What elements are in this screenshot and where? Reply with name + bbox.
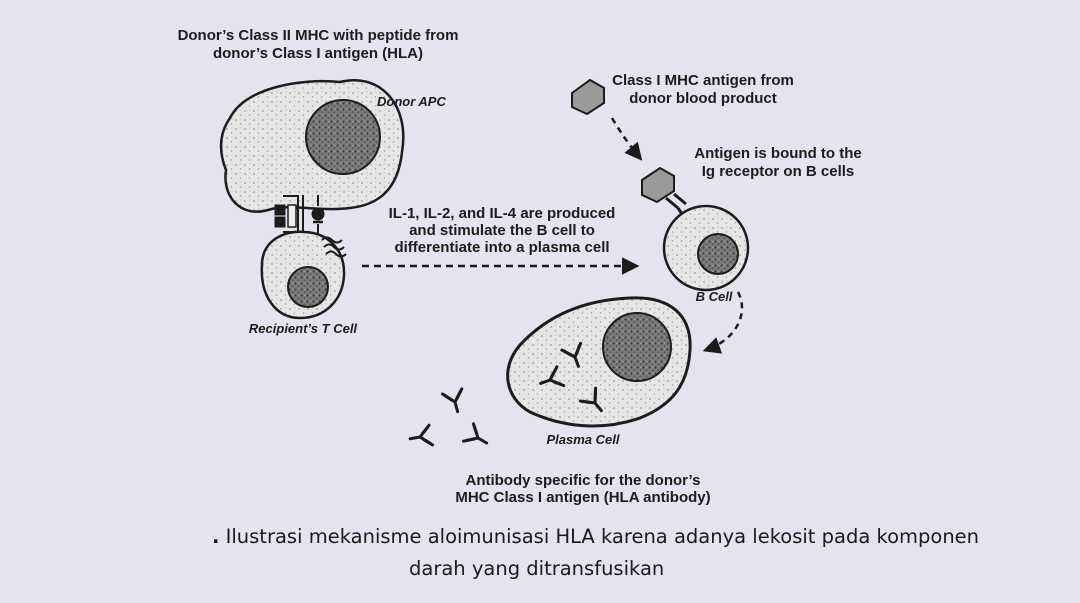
donor-mhc-label-line1: Donor’s Class II MHC with peptide from bbox=[178, 27, 459, 44]
recipient-t-cell bbox=[260, 230, 347, 320]
plasma-cell bbox=[506, 296, 692, 428]
t-cell-nucleus bbox=[287, 266, 329, 308]
cytokine-label-line2: and stimulate the B cell to bbox=[409, 222, 595, 239]
figure-caption: . Ilustrasi mekanisme aloimunisasi HLA k… bbox=[150, 521, 1050, 585]
donor-mhc-label-line2: donor’s Class I antigen (HLA) bbox=[213, 45, 423, 62]
cytokine-label-line1: IL-1, IL-2, and IL-4 are produced bbox=[389, 205, 616, 222]
plasma-cell-label: Plasma Cell bbox=[547, 432, 620, 447]
class-i-antigen-label-line1: Class I MHC antigen from bbox=[612, 72, 794, 89]
t-cell-label: Recipient’s T Cell bbox=[249, 321, 358, 336]
bound-antigen-icon bbox=[641, 166, 675, 204]
b-cell bbox=[641, 166, 750, 292]
b-cell-receptor-icon bbox=[665, 192, 687, 215]
cytokine-label-line3: differentiate into a plasma cell bbox=[394, 239, 609, 256]
antibody-icon bbox=[408, 423, 435, 447]
plasma-cell-nucleus bbox=[602, 312, 672, 382]
antibody-icon bbox=[560, 341, 583, 368]
b-cell-label: B Cell bbox=[696, 289, 733, 304]
donor-apc-cell bbox=[219, 79, 405, 213]
antibody-icon bbox=[539, 365, 566, 388]
antigen-arrow bbox=[610, 117, 643, 161]
antigen-bound-label-line1: Antigen is bound to the bbox=[694, 145, 861, 162]
antibody-icon bbox=[578, 386, 603, 413]
b-cell-nucleus bbox=[697, 233, 739, 275]
antibody-label-line2: MHC Class I antigen (HLA antibody) bbox=[455, 489, 710, 506]
antibody-label-line1: Antibody specific for the donor’s bbox=[465, 472, 700, 489]
donor-apc-nucleus bbox=[305, 99, 381, 175]
antigen-bound-label-line2: Ig receptor on B cells bbox=[702, 163, 855, 180]
caption-bullet: . bbox=[212, 525, 220, 548]
caption-line2: darah yang ditransfusikan bbox=[409, 557, 665, 580]
cytokine-signal-icon bbox=[321, 236, 347, 258]
class-i-antigen-icon bbox=[571, 78, 605, 116]
caption-line1: . Ilustrasi mekanisme aloimunisasi HLA k… bbox=[150, 521, 1050, 553]
antibody-icon bbox=[440, 387, 464, 414]
donor-apc-label: Donor APC bbox=[377, 94, 446, 109]
antibodies bbox=[408, 341, 603, 447]
caption-text-line1: Ilustrasi mekanisme aloimunisasi HLA kar… bbox=[219, 525, 980, 548]
class-i-antigen-label-line2: donor blood product bbox=[629, 90, 776, 107]
antibody-icon bbox=[461, 422, 489, 445]
